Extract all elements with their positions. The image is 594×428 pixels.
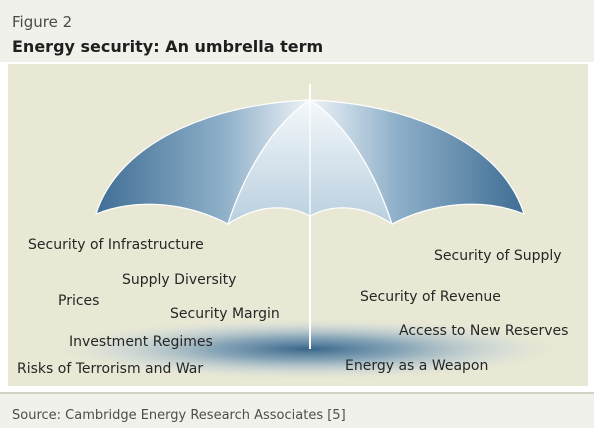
item-security-of-revenue: Security of Revenue: [360, 289, 501, 305]
umbrella-diagram: [43, 84, 573, 381]
umbrella-canopy-right: [307, 99, 525, 225]
item-supply-diversity: Supply Diversity: [122, 272, 237, 288]
item-energy-as-a-weapon: Energy as a Weapon: [345, 358, 489, 374]
item-investment-regimes: Investment Regimes: [69, 334, 213, 350]
figure-title: Energy security: An umbrella term: [12, 37, 324, 56]
umbrella-canopy-center-left: [226, 98, 311, 226]
item-security-of-supply: Security of Supply: [434, 248, 562, 264]
ground-shadow: [43, 317, 573, 381]
figure-header: [0, 0, 594, 62]
item-access-to-new-reserves: Access to New Reserves: [399, 323, 569, 339]
item-prices: Prices: [58, 293, 100, 309]
item-security-margin: Security Margin: [170, 306, 280, 322]
figure-footer: [0, 394, 594, 428]
item-risks-of-terrorism-and-war: Risks of Terrorism and War: [17, 361, 204, 377]
source-note: Source: Cambridge Energy Research Associ…: [12, 408, 346, 423]
item-security-of-infrastructure: Security of Infrastructure: [28, 237, 204, 253]
footer-divider: [0, 392, 594, 394]
figure-label: Figure 2: [12, 13, 73, 31]
